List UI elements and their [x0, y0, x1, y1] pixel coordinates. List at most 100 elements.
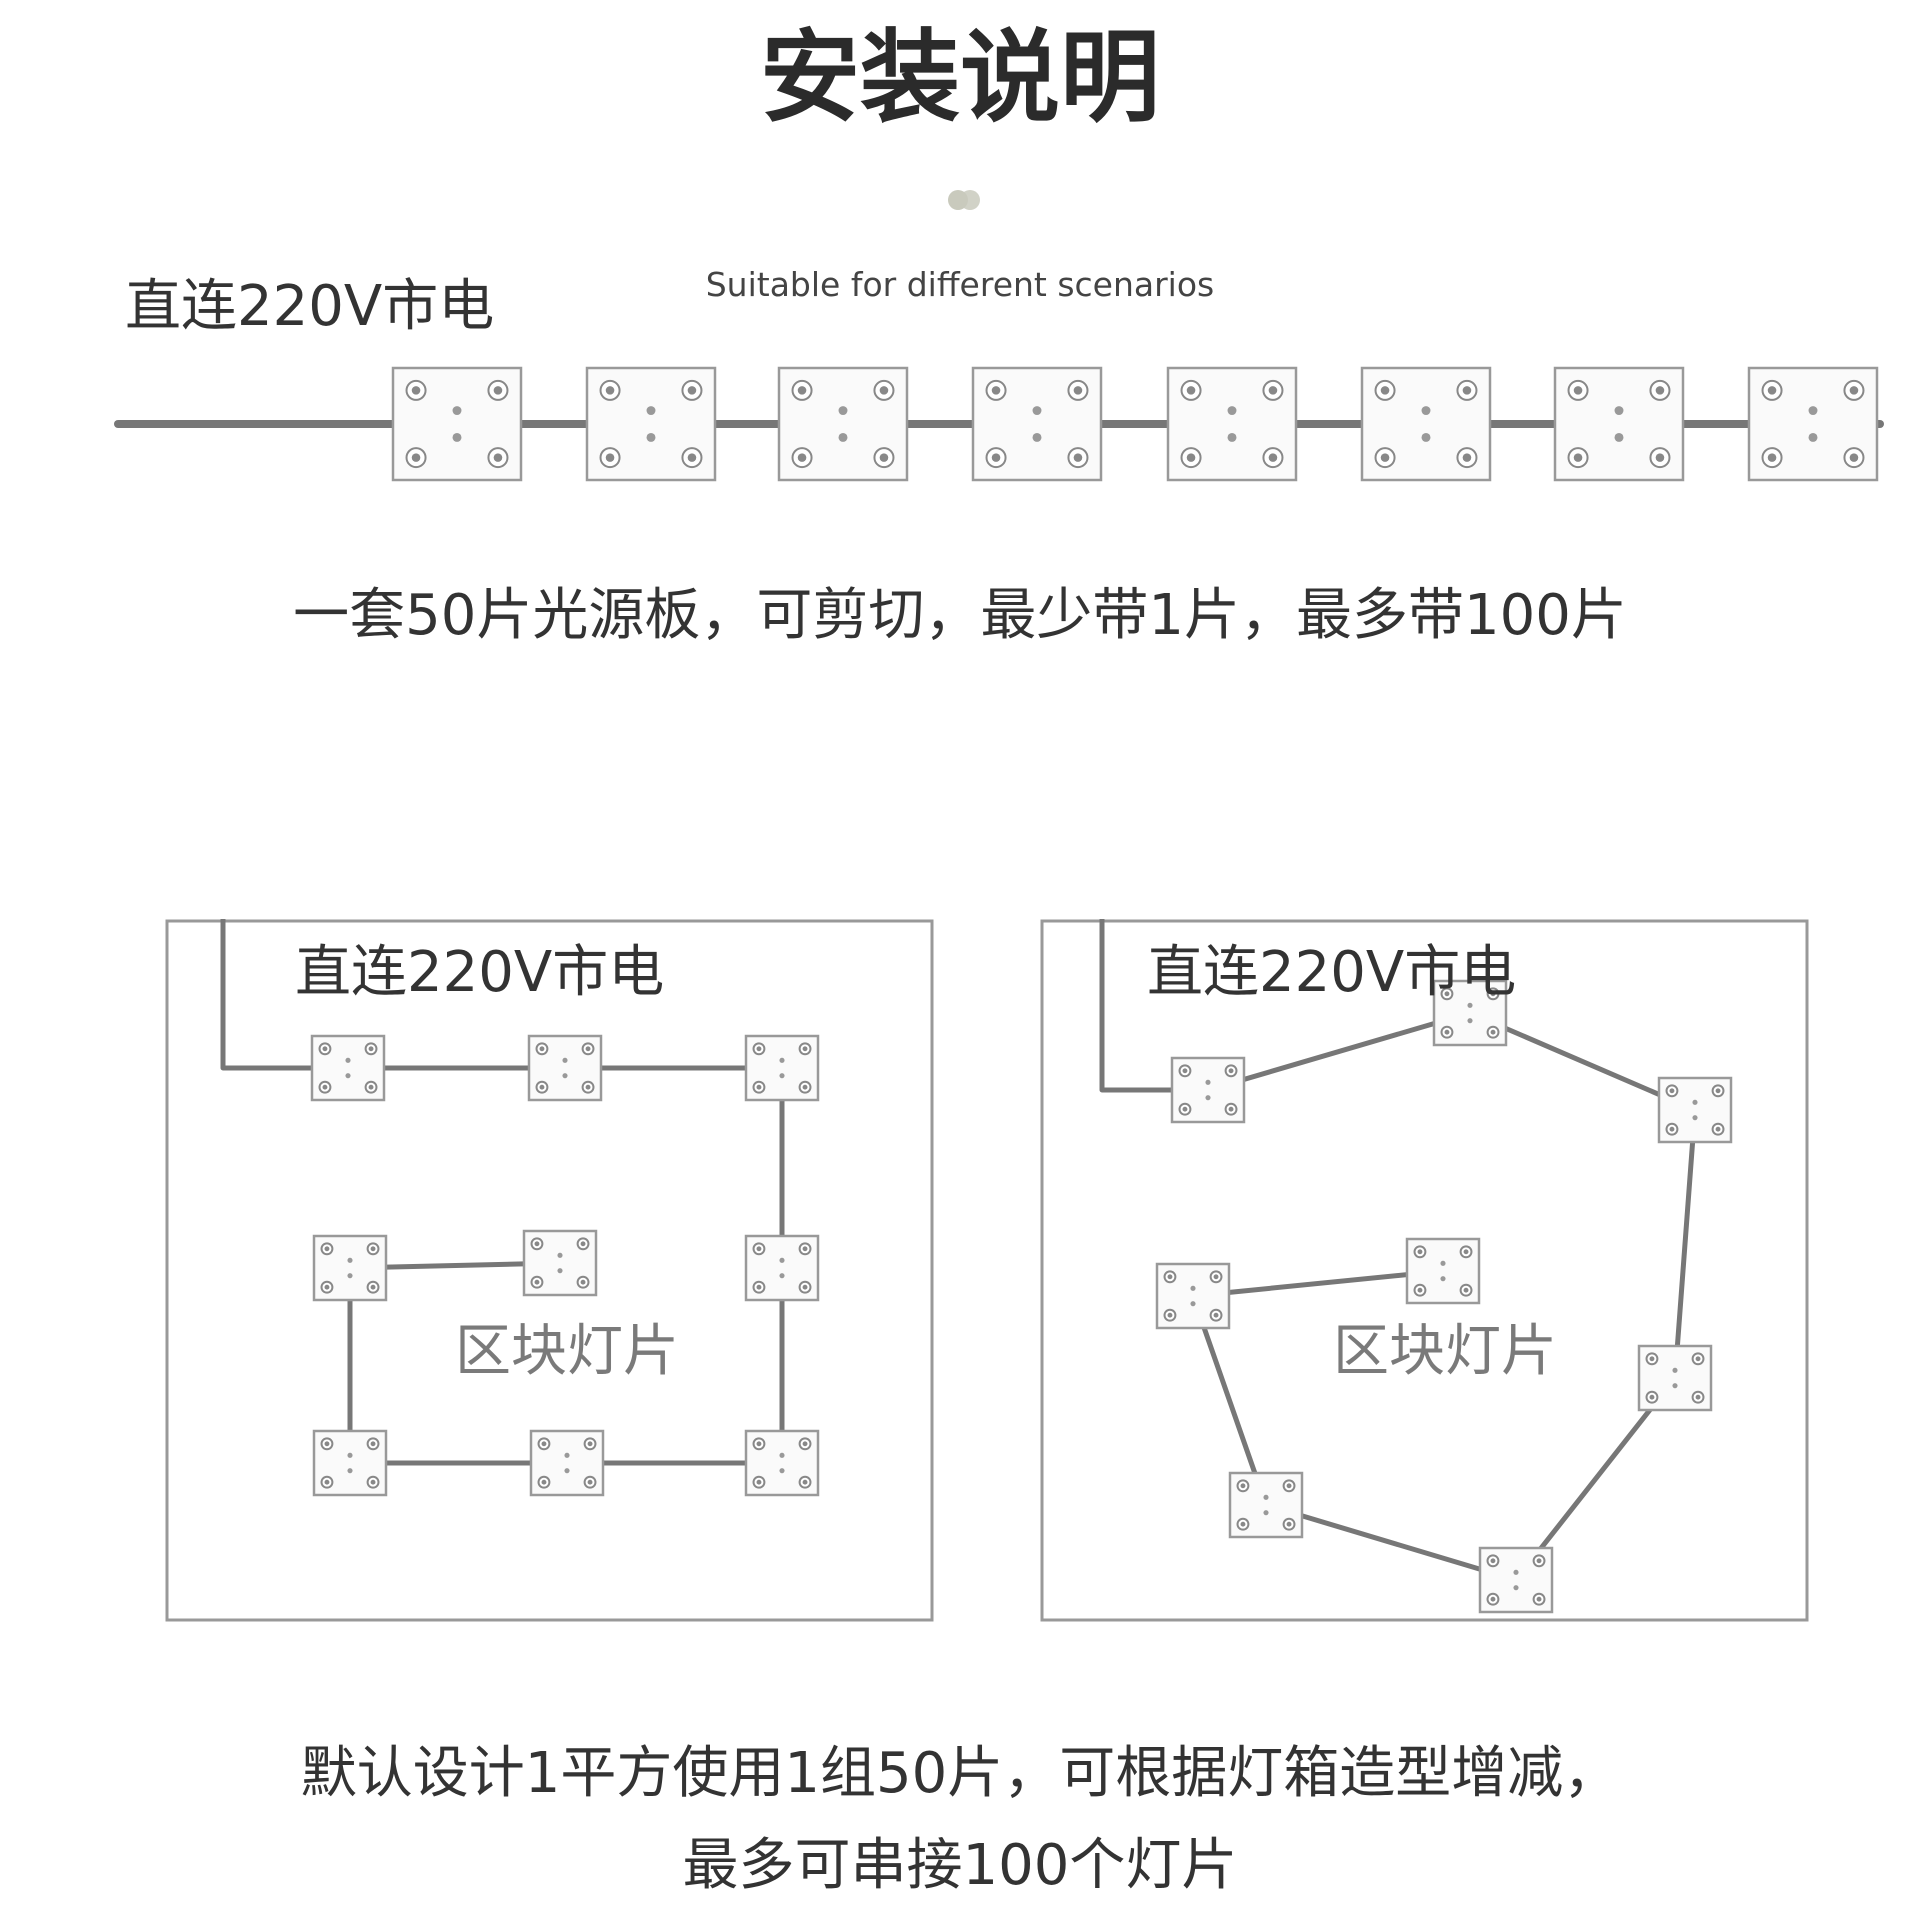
- subtitle: Suitable for different scenarios: [705, 265, 1215, 304]
- screw-center-icon: [1444, 991, 1450, 997]
- screw-center-icon: [324, 1246, 330, 1252]
- led-dot-icon: [1190, 1285, 1196, 1291]
- screw-center-icon: [1380, 453, 1390, 462]
- led-dot-icon: [452, 406, 462, 416]
- screw-center-icon: [879, 453, 889, 462]
- screw-center-icon: [1167, 1274, 1173, 1280]
- screw-center-icon: [1462, 453, 1472, 462]
- light-module: [971, 366, 1103, 482]
- screw-center-icon: [370, 1246, 376, 1252]
- screw-center-icon: [1182, 1106, 1188, 1112]
- light-module: [312, 1234, 388, 1302]
- screw-center-icon: [1655, 453, 1665, 462]
- screw-center-icon: [1182, 1068, 1188, 1074]
- led-dot-icon: [1513, 1585, 1519, 1591]
- screw-center-icon: [368, 1046, 374, 1052]
- panel-left-mains-label: 直连220V市电: [295, 940, 665, 1005]
- light-module: [527, 1034, 603, 1102]
- light-module: [777, 366, 909, 482]
- screw-center-icon: [756, 1284, 762, 1290]
- light-module: [1228, 1471, 1304, 1539]
- screw-center-icon: [411, 453, 421, 462]
- light-module: [391, 366, 523, 482]
- led-dot-icon: [1467, 1002, 1473, 1008]
- screw-center-icon: [802, 1246, 808, 1252]
- screw-center-icon: [1649, 1356, 1655, 1362]
- light-module: [585, 366, 717, 482]
- chain-wire: [1467, 1010, 1698, 1113]
- screw-center-icon: [368, 1084, 374, 1090]
- led-dot-icon: [838, 406, 848, 416]
- screw-center-icon: [1417, 1249, 1423, 1255]
- led-dot-icon: [779, 1073, 785, 1079]
- light-module: [1405, 1237, 1481, 1305]
- chain-wire: [1190, 1268, 1446, 1299]
- led-dot-icon: [1227, 406, 1237, 416]
- led-dot-icon: [557, 1252, 563, 1258]
- led-dot-icon: [347, 1468, 353, 1474]
- led-dot-icon: [562, 1073, 568, 1079]
- screw-center-icon: [580, 1241, 586, 1247]
- screw-center-icon: [1490, 991, 1496, 997]
- screw-center-icon: [1286, 1521, 1292, 1527]
- screw-center-icon: [879, 386, 889, 395]
- screw-center-icon: [587, 1441, 593, 1447]
- light-module: [1155, 1262, 1231, 1330]
- screw-center-icon: [541, 1441, 547, 1447]
- led-dot-icon: [564, 1452, 570, 1458]
- chain-wire: [1513, 1375, 1678, 1583]
- screw-center-icon: [1167, 1312, 1173, 1318]
- screw-center-icon: [1240, 1521, 1246, 1527]
- screw-center-icon: [539, 1084, 545, 1090]
- screw-center-icon: [756, 1084, 762, 1090]
- led-dot-icon: [562, 1057, 568, 1063]
- screw-center-icon: [1849, 453, 1859, 462]
- screw-center-icon: [802, 1084, 808, 1090]
- led-dot-icon: [1808, 432, 1818, 442]
- light-module: [1657, 1076, 1733, 1144]
- screw-center-icon: [1490, 1029, 1496, 1035]
- led-dot-icon: [1692, 1099, 1698, 1105]
- screw-center-icon: [802, 1284, 808, 1290]
- screw-center-icon: [1715, 1088, 1721, 1094]
- led-dot-icon: [1614, 406, 1624, 416]
- screw-center-icon: [1213, 1274, 1219, 1280]
- screw-center-icon: [797, 386, 807, 395]
- screw-center-icon: [756, 1046, 762, 1052]
- chain-wire: [1263, 1502, 1519, 1583]
- screw-center-icon: [797, 453, 807, 462]
- led-dot-icon: [779, 1468, 785, 1474]
- led-dot-icon: [1440, 1260, 1446, 1266]
- screw-center-icon: [1669, 1126, 1675, 1132]
- screw-center-icon: [587, 1479, 593, 1485]
- screw-center-icon: [1573, 453, 1583, 462]
- screw-center-icon: [687, 453, 697, 462]
- screw-center-icon: [324, 1479, 330, 1485]
- led-dot-icon: [1692, 1115, 1698, 1121]
- led-dot-icon: [646, 406, 656, 416]
- led-dot-icon: [1672, 1367, 1678, 1373]
- screw-center-icon: [1767, 386, 1777, 395]
- led-dot-icon: [1614, 432, 1624, 442]
- screw-center-icon: [1536, 1596, 1542, 1602]
- screw-center-icon: [1268, 453, 1278, 462]
- chain-wire: [1190, 1293, 1269, 1508]
- led-dot-icon: [646, 432, 656, 442]
- screw-center-icon: [802, 1046, 808, 1052]
- screw-center-icon: [585, 1084, 591, 1090]
- screw-center-icon: [991, 386, 1001, 395]
- screw-center-icon: [605, 386, 615, 395]
- screw-center-icon: [1573, 386, 1583, 395]
- light-module: [1747, 366, 1879, 482]
- led-dot-icon: [557, 1268, 563, 1274]
- led-dot-icon: [1672, 1383, 1678, 1389]
- screw-center-icon: [1186, 386, 1196, 395]
- screw-center-icon: [1536, 1558, 1542, 1564]
- screw-center-icon: [370, 1284, 376, 1290]
- caption-top: 一套50片光源板，可剪切，最少带1片，最多带100片: [293, 583, 1627, 648]
- led-dot-icon: [1263, 1494, 1269, 1500]
- led-dot-icon: [779, 1057, 785, 1063]
- screw-center-icon: [580, 1279, 586, 1285]
- screw-center-icon: [1073, 386, 1083, 395]
- light-module: [744, 1034, 820, 1102]
